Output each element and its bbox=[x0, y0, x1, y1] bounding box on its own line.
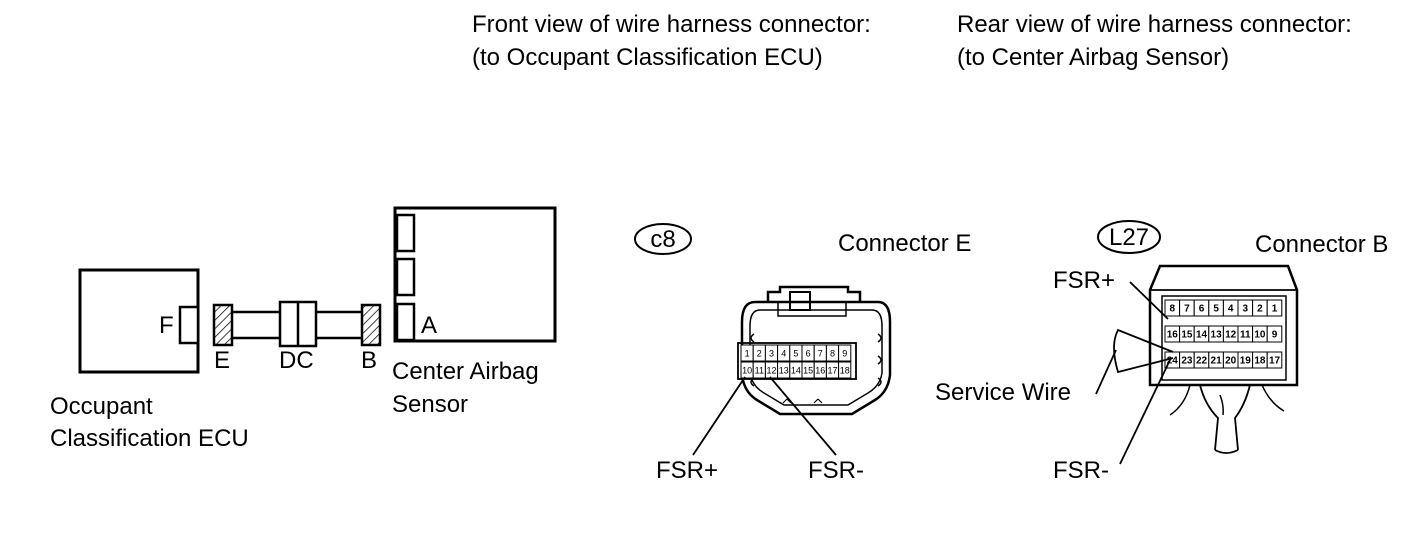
connector-b-pin-label: 3 bbox=[1243, 304, 1249, 315]
connector-e-pin-label: 12 bbox=[766, 366, 776, 376]
connector-e-code-oval bbox=[634, 223, 692, 255]
connector-e-pin-label: 11 bbox=[755, 366, 764, 376]
connector-b-pin-cell bbox=[1266, 299, 1283, 317]
sensor-box bbox=[393, 206, 557, 343]
front-view-subtitle: (to Occupant Classification ECU) bbox=[472, 44, 823, 71]
connector-e-pin-label: 8 bbox=[830, 349, 835, 359]
sensor-connector-a bbox=[395, 302, 416, 342]
connector-e-pin-label: 6 bbox=[806, 349, 811, 359]
sensor-label-line1: Center Airbag bbox=[392, 358, 539, 385]
connector-b-pin-label: 16 bbox=[1167, 330, 1179, 341]
connector-e-pin-label: 7 bbox=[818, 349, 823, 359]
connector-e-label-fsr-minus: FSR- bbox=[808, 457, 864, 484]
connector-e-pin-label: 13 bbox=[779, 366, 789, 376]
connector-b-pin-label: 15 bbox=[1181, 330, 1193, 341]
connector-e-label-fsr-plus: FSR+ bbox=[656, 457, 718, 484]
connector-b-pin-label: 24 bbox=[1167, 356, 1179, 367]
connector-b-label-fsr-minus: FSR- bbox=[1053, 457, 1109, 484]
connector-b-pin-label: 2 bbox=[1257, 304, 1263, 315]
connector-e-pin-label: 15 bbox=[803, 366, 813, 376]
sensor-label-line2: Sensor bbox=[392, 391, 468, 418]
connector-b-pin-label: 20 bbox=[1225, 356, 1237, 367]
front-view-title: Front view of wire harness connector: bbox=[472, 11, 871, 38]
connector-e-code: c8 bbox=[650, 226, 675, 253]
sensor-connector-label: A bbox=[421, 312, 437, 339]
rear-view-subtitle: (to Center Airbag Sensor) bbox=[957, 44, 1229, 71]
harness-label-e: E bbox=[214, 347, 230, 374]
connector-b-pin-label: 18 bbox=[1254, 356, 1266, 367]
sensor-socket-2 bbox=[395, 257, 416, 297]
connector-b-pin-label: 6 bbox=[1199, 304, 1205, 315]
connector-b-pin-label: 8 bbox=[1170, 304, 1176, 315]
harness-label-b: B bbox=[361, 347, 377, 374]
connector-b-code: L27 bbox=[1109, 224, 1149, 251]
connector-b-pin-label: 11 bbox=[1240, 330, 1251, 341]
connector-e-pin-cell bbox=[838, 361, 852, 379]
connector-e-pin-label: 10 bbox=[742, 366, 752, 376]
connector-e-pin-label: 4 bbox=[781, 349, 786, 359]
connector-b-pin-cell bbox=[1266, 325, 1283, 343]
connector-b-pin-label: 10 bbox=[1254, 330, 1266, 341]
connector-b-pin-label: 21 bbox=[1211, 356, 1223, 367]
connector-b-pin-label: 19 bbox=[1240, 356, 1252, 367]
connector-b-label-service-wire: Service Wire bbox=[935, 379, 1071, 406]
connector-b-pin-label: 13 bbox=[1211, 330, 1223, 341]
connector-b-pin-label: 17 bbox=[1269, 356, 1281, 367]
harness-connector-b bbox=[360, 303, 382, 347]
connector-b-pin-label: 14 bbox=[1196, 330, 1208, 341]
connector-b-label-fsr-plus: FSR+ bbox=[1053, 267, 1115, 294]
connector-b-pin-label: 4 bbox=[1228, 304, 1234, 315]
ecu-label-line1: Occupant bbox=[50, 393, 153, 420]
connector-b-pin-label: 12 bbox=[1225, 330, 1237, 341]
connector-b-pin-label: 5 bbox=[1213, 304, 1219, 315]
rear-view-title: Rear view of wire harness connector: bbox=[957, 11, 1352, 38]
connector-b-code-oval bbox=[1097, 220, 1161, 254]
connector-e-pin-cell bbox=[838, 344, 852, 362]
connector-e-body bbox=[740, 300, 892, 416]
wire-harness: E DC B bbox=[212, 300, 382, 374]
ecu-connector-f bbox=[178, 305, 200, 345]
connector-b-pin-cell bbox=[1266, 351, 1283, 369]
ecu-connector-label: F bbox=[159, 312, 174, 339]
connector-e-name: Connector E bbox=[838, 230, 971, 257]
connector-e-pin-label: 9 bbox=[842, 349, 847, 359]
connector-b-pin-label: 23 bbox=[1181, 356, 1193, 367]
connector-b-pin-label: 1 bbox=[1272, 304, 1278, 315]
connector-b-pin-label: 9 bbox=[1272, 330, 1278, 341]
connector-b-name: Connector B bbox=[1255, 231, 1388, 258]
connector-e-pin-label: 16 bbox=[815, 366, 825, 376]
harness-label-dc: DC bbox=[279, 347, 314, 374]
ecu-label-line2: Classification ECU bbox=[50, 425, 249, 452]
connector-b-pin-label: 7 bbox=[1184, 304, 1190, 315]
connector-e-latch bbox=[766, 285, 862, 302]
connector-e-pin-label: 2 bbox=[757, 349, 762, 359]
service-wire-loop bbox=[1113, 328, 1174, 374]
connector-e-pin-label: 5 bbox=[793, 349, 798, 359]
connector-e-pin-label: 1 bbox=[745, 349, 750, 359]
schematic-overview: F Occupant Classification ECU E DC B A C… bbox=[50, 206, 557, 452]
sensor-socket-1 bbox=[395, 213, 416, 253]
connector-e-pin-label: 3 bbox=[769, 349, 774, 359]
connector-e-pin-label: 17 bbox=[827, 366, 837, 376]
connector-e-pin-label: 18 bbox=[840, 366, 850, 376]
connector-e-pin-label: 14 bbox=[791, 366, 801, 376]
connector-b-pin-label: 22 bbox=[1196, 356, 1208, 367]
harness-connector-e bbox=[212, 303, 234, 347]
